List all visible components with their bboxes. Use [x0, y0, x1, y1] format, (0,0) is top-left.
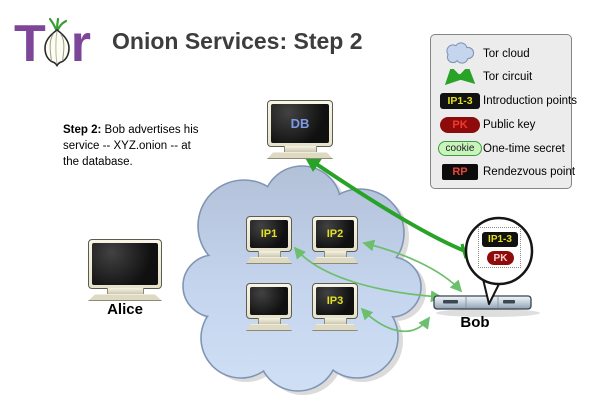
circuit-bob-ip1 [293, 246, 443, 303]
db-screen-label: DB [271, 104, 329, 143]
legend-box: Tor cloud Tor circuit IP1-3 Introduction… [430, 34, 577, 189]
legend-row-public-key: PK Public key [437, 113, 567, 136]
bubble-ip-badge: IP1-3 [482, 232, 518, 247]
tor-cloud [182, 165, 422, 392]
tor-cloud-icon [437, 42, 483, 65]
step-note-text: Bob advertises his service -- XYZ.onion … [63, 124, 199, 168]
bubble-pk-badge: PK [487, 251, 514, 265]
computer-alice [88, 239, 162, 301]
bubble-dotted-box [478, 227, 521, 268]
legend-row-rendezvous-point: RP Rendezvous point [437, 161, 575, 184]
legend-label: Rendezvous point [483, 166, 576, 179]
legend-row-introduction-points: IP1-3 Introduction points [437, 90, 577, 113]
ip1-screen-label: IP1 [250, 220, 288, 248]
computer-ip2: IP2 [312, 216, 358, 264]
legend-label: Tor cloud [483, 47, 530, 60]
rp-badge: RP [442, 164, 478, 181]
ip3-screen-label: IP3 [316, 287, 354, 315]
advertise-arrow-bob-to-db [303, 155, 466, 253]
computer-ip3: IP3 [312, 283, 358, 331]
db-monitor: DB [267, 100, 333, 147]
legend-label: One-time secret [483, 142, 565, 155]
alice-label: Alice [107, 301, 143, 318]
tor-logo-letter-r: r [70, 15, 91, 74]
legend-row-one-time-secret: cookie One-time secret [437, 137, 567, 160]
alice-monitor [88, 239, 162, 289]
legend-label: Tor circuit [483, 71, 533, 84]
tor-logo-letter-t: T [14, 15, 46, 74]
page-title: Onion Services: Step 2 [112, 28, 363, 54]
tor-logo: T r [14, 12, 106, 74]
legend-row-tor-circuit: Tor circuit [437, 66, 567, 89]
bob-server [433, 295, 540, 317]
tor-circuit-icon [437, 68, 483, 86]
cookie-badge: cookie [438, 141, 482, 157]
ip2-screen-label: IP2 [316, 220, 354, 248]
blank-screen [250, 287, 288, 315]
onion-icon [43, 17, 70, 67]
bob-label: Bob [460, 314, 490, 331]
computer-blank [246, 283, 292, 331]
legend-row-tor-cloud: Tor cloud [437, 42, 567, 65]
computer-db: DB [267, 100, 333, 159]
legend-label: Introduction points [483, 95, 577, 108]
legend-label: Public key [483, 118, 536, 131]
step-note-label: Step 2: [63, 124, 102, 136]
alice-screen [92, 243, 158, 285]
computer-ip1: IP1 [246, 216, 292, 264]
ip-badge: IP1-3 [440, 93, 480, 110]
step-note: Step 2: Bob advertises his service -- XY… [63, 123, 201, 171]
circuit-bob-ip3 [360, 307, 431, 333]
pk-badge: PK [440, 116, 480, 133]
